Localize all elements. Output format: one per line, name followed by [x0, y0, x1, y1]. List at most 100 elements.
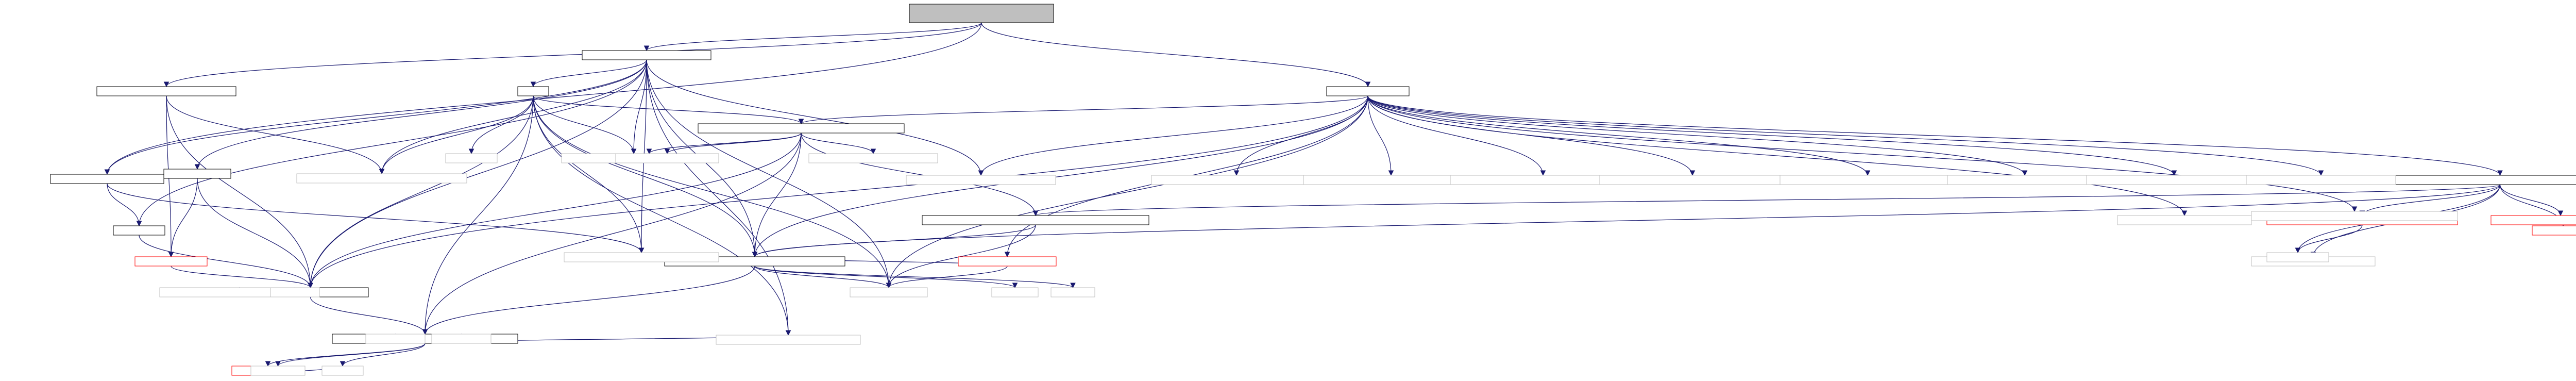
dependency-edge [1367, 95, 2028, 176]
graph-node [1780, 175, 1956, 185]
graph-node[interactable] [958, 256, 1057, 267]
edges-layer [104, 22, 2566, 376]
dependency-edge [265, 343, 426, 367]
dependency-edge [886, 224, 1036, 289]
dependency-edge [379, 95, 534, 175]
dependency-edge [136, 59, 647, 227]
dependency-edge [310, 296, 428, 335]
dependency-edge [801, 132, 1039, 217]
dependency-edge [308, 59, 647, 289]
node-box [250, 366, 306, 376]
dependency-edge [1367, 95, 2358, 212]
node-box [1599, 175, 1786, 185]
node-box [698, 123, 905, 134]
node-box [716, 335, 861, 345]
dependency-edge [981, 22, 1371, 88]
dependency-edge [754, 266, 1076, 289]
dependency-edge [646, 59, 892, 289]
dependency-edge [166, 95, 385, 175]
node-box [991, 287, 1039, 297]
dependency-edge [1367, 95, 1871, 176]
graph-node [445, 153, 498, 163]
graph-node[interactable] [517, 86, 549, 96]
graph-node[interactable] [113, 225, 165, 236]
node-box [2393, 175, 2576, 185]
graph-node[interactable] [582, 50, 711, 60]
node-box [517, 86, 549, 96]
node-box [113, 225, 165, 236]
graph-node[interactable] [1326, 86, 1410, 96]
dependency-edge [308, 95, 1368, 289]
graph-node [1151, 175, 1322, 185]
node-box [50, 174, 164, 184]
dependency-edge [1233, 95, 1368, 176]
dependency-edge [2295, 224, 2363, 254]
node-box [1326, 86, 1410, 96]
graph-node [1947, 175, 2103, 185]
dependency-edge [275, 343, 426, 367]
dependency-edge [2359, 184, 2501, 217]
graph-node [1050, 287, 1095, 297]
node-box [2117, 215, 2252, 225]
node-box [163, 169, 231, 179]
graph-node [270, 287, 320, 297]
node-box [1151, 175, 1322, 185]
node-box [615, 153, 719, 163]
node-box [958, 256, 1057, 267]
graph-node [615, 153, 719, 163]
graph-node[interactable] [922, 215, 1149, 225]
dependency-edge [1367, 95, 2503, 176]
dependency-edge [1367, 95, 2324, 176]
node-box [321, 366, 364, 376]
dependency-edge [978, 95, 1368, 176]
graph-node[interactable] [2393, 175, 2576, 185]
dependency-edge [799, 95, 1368, 125]
dependency-edge [194, 59, 647, 170]
dependency-edge [107, 183, 645, 254]
graph-node[interactable] [134, 256, 208, 267]
dependency-edge [752, 132, 802, 258]
node-box [96, 86, 236, 96]
dependency-edge [166, 95, 313, 289]
graph-node[interactable] [2532, 225, 2576, 236]
dependency-edge [107, 183, 142, 227]
dependency-edge [171, 266, 313, 289]
node-box [296, 173, 467, 184]
graph-node[interactable] [2490, 215, 2576, 225]
dependency-edge [197, 178, 313, 289]
dependency-edge [752, 184, 2501, 258]
root-node[interactable] [909, 4, 1054, 23]
node-box [2266, 252, 2329, 262]
node-box [582, 50, 711, 60]
dependency-edge [530, 59, 647, 88]
graph-node [2246, 175, 2396, 185]
dependency-edge [104, 22, 982, 175]
node-box [1050, 287, 1095, 297]
dependency-edge [646, 59, 984, 176]
dependency-edge [468, 95, 534, 155]
graph-node[interactable] [698, 123, 905, 134]
node-box [445, 153, 498, 163]
graph-node [991, 287, 1039, 297]
dependency-edge [1033, 184, 2501, 217]
dependency-edge [533, 95, 791, 336]
graph-node [1599, 175, 1786, 185]
node-box [365, 334, 426, 344]
dependency-edge [664, 132, 802, 155]
graph-node[interactable] [50, 174, 164, 184]
graph-node[interactable] [163, 169, 231, 179]
node-box [270, 287, 320, 297]
dependency-edge [2499, 184, 2564, 217]
graph-node[interactable] [96, 86, 236, 96]
dependency-edge [646, 59, 791, 336]
dependency-edge [1367, 95, 2188, 217]
nodes-layer [50, 4, 2576, 376]
dependency-edge [631, 59, 647, 155]
node-box [808, 153, 938, 163]
dependency-edge [533, 95, 892, 289]
graph-node [2266, 252, 2329, 262]
dependency-edge [886, 95, 1368, 289]
graph-node [716, 335, 861, 345]
node-box [1780, 175, 1956, 185]
